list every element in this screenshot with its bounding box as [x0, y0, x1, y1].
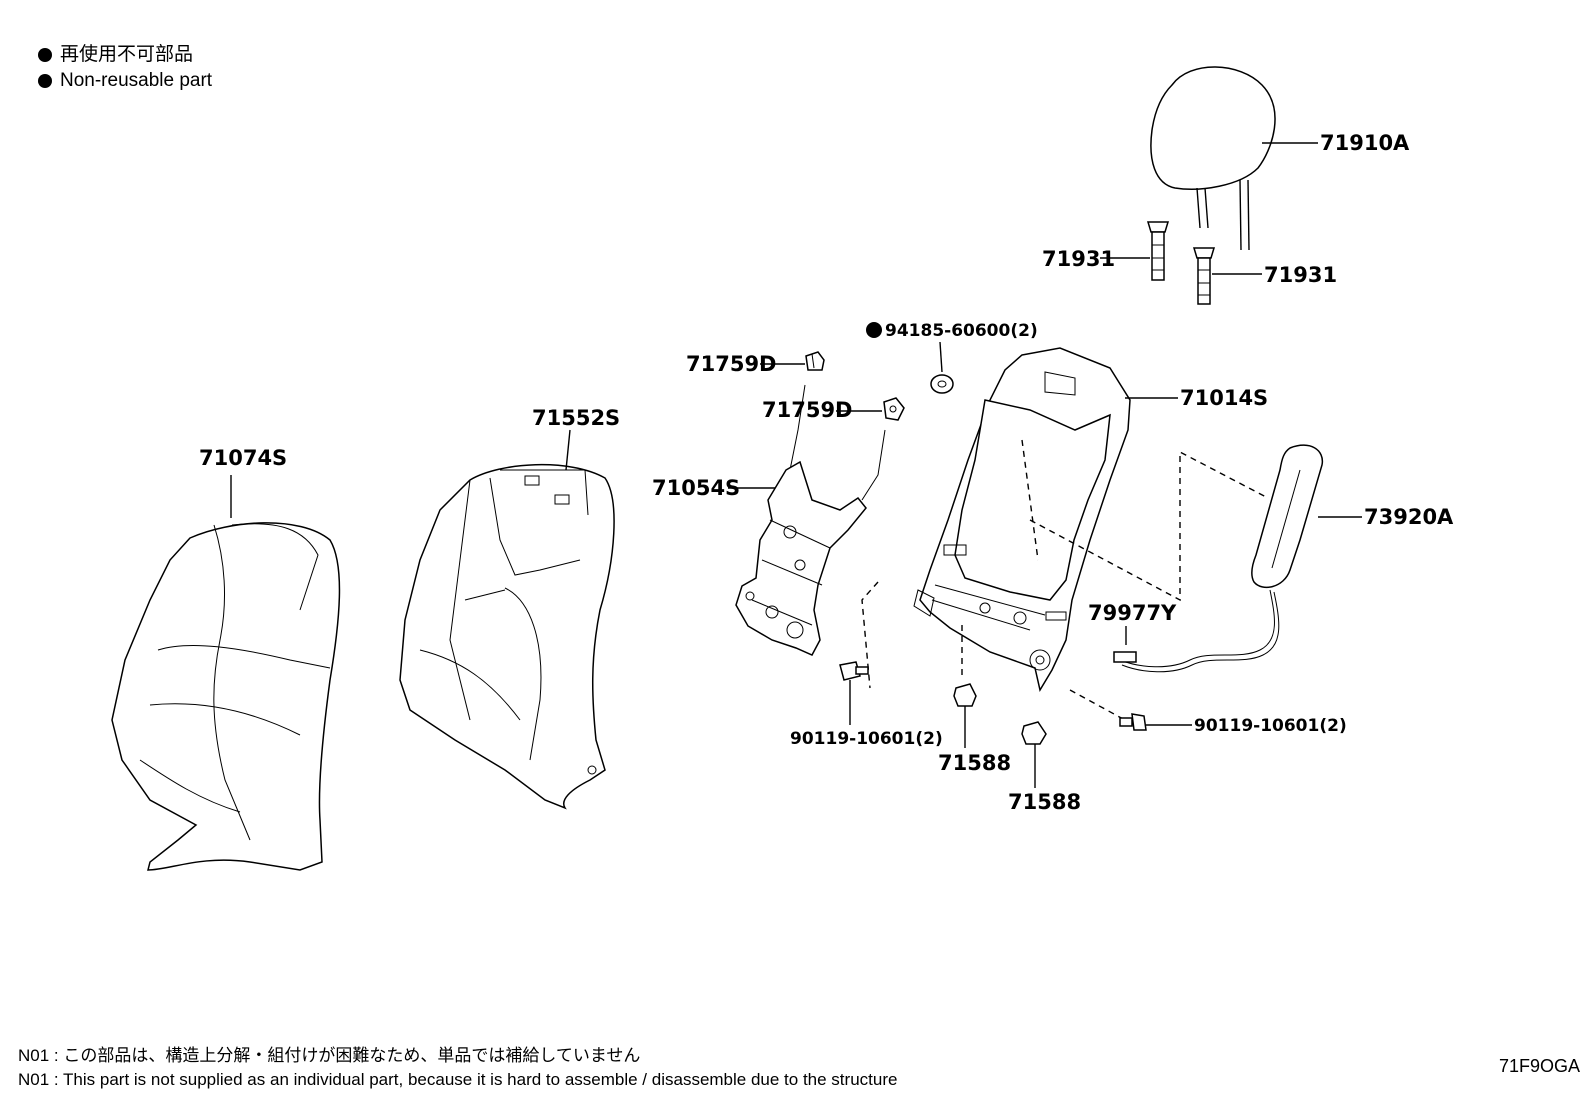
label-71054S[interactable]: 71054S: [652, 476, 740, 500]
label-73920A[interactable]: 73920A: [1364, 505, 1454, 529]
filled-circle-icon: [38, 74, 52, 88]
legend-row-en: Non-reusable part: [38, 68, 212, 94]
clip-mid-drawing: [883, 397, 905, 421]
side-airbag-drawing: [1119, 444, 1324, 673]
bracket-drawing: [735, 384, 886, 656]
label-71910A[interactable]: 71910A: [1320, 131, 1410, 155]
headrest-drawing: [1150, 66, 1276, 251]
label-90119-10601-right[interactable]: 90119-10601(2): [1194, 716, 1347, 736]
label-71014S[interactable]: 71014S: [1180, 386, 1268, 410]
label-71759D-mid[interactable]: 71759D: [762, 398, 853, 422]
assembly-line-3: [861, 581, 879, 689]
label-71074S[interactable]: 71074S: [199, 446, 287, 470]
label-71931-left[interactable]: 71931: [1042, 247, 1115, 271]
clip-71588-right-drawing: [1021, 721, 1047, 745]
seatback-pad-drawing: [399, 463, 615, 810]
label-90119-10601-left[interactable]: 90119-10601(2): [790, 729, 943, 749]
diagram-id: 71F9OGA: [1498, 1056, 1580, 1076]
seatback-frame-drawing: [913, 347, 1131, 692]
footnote-jp: N01 : この部品は、構造上分解・組付けが困難なため、単品では補給していません: [18, 1046, 641, 1065]
assembly-line-5: [1069, 689, 1126, 721]
footnote-en: N01 : This part is not supplied as an in…: [18, 1070, 898, 1089]
clip-top-drawing: [805, 351, 825, 371]
leader-71552S: [565, 429, 571, 471]
leader-94185: [939, 341, 943, 373]
legend: 再使用不可部品 Non-reusable part: [38, 42, 212, 94]
legend-row-jp: 再使用不可部品: [38, 42, 212, 68]
support-left-drawing: [1146, 221, 1170, 281]
filled-circle-icon: [38, 48, 52, 62]
nut-drawing: [930, 374, 954, 394]
bolt-right-drawing: [1119, 713, 1147, 731]
non-reusable-marker-icon: [866, 322, 882, 338]
legend-text-jp: 再使用不可部品: [60, 44, 194, 65]
label-71931-right[interactable]: 71931: [1264, 263, 1337, 287]
label-94185-60600[interactable]: 94185-60600(2): [885, 321, 1038, 341]
clip-71588-left-drawing: [953, 683, 977, 707]
label-71552S[interactable]: 71552S: [532, 406, 620, 430]
footnotes: N01 : この部品は、構造上分解・組付けが困難なため、単品では補給していません…: [18, 1044, 897, 1092]
support-right-drawing: [1192, 247, 1216, 305]
assembly-line-1: [1021, 439, 1039, 561]
label-sticker-drawing: [1113, 651, 1137, 663]
label-79977Y[interactable]: 79977Y: [1088, 601, 1177, 625]
assembly-line-2: [1029, 450, 1269, 602]
seatback-cover-drawing: [111, 522, 341, 871]
legend-text-en: Non-reusable part: [60, 70, 213, 91]
label-71588-left[interactable]: 71588: [938, 751, 1011, 775]
bolt-left-drawing: [839, 661, 869, 681]
label-71588-right[interactable]: 71588: [1008, 790, 1081, 814]
